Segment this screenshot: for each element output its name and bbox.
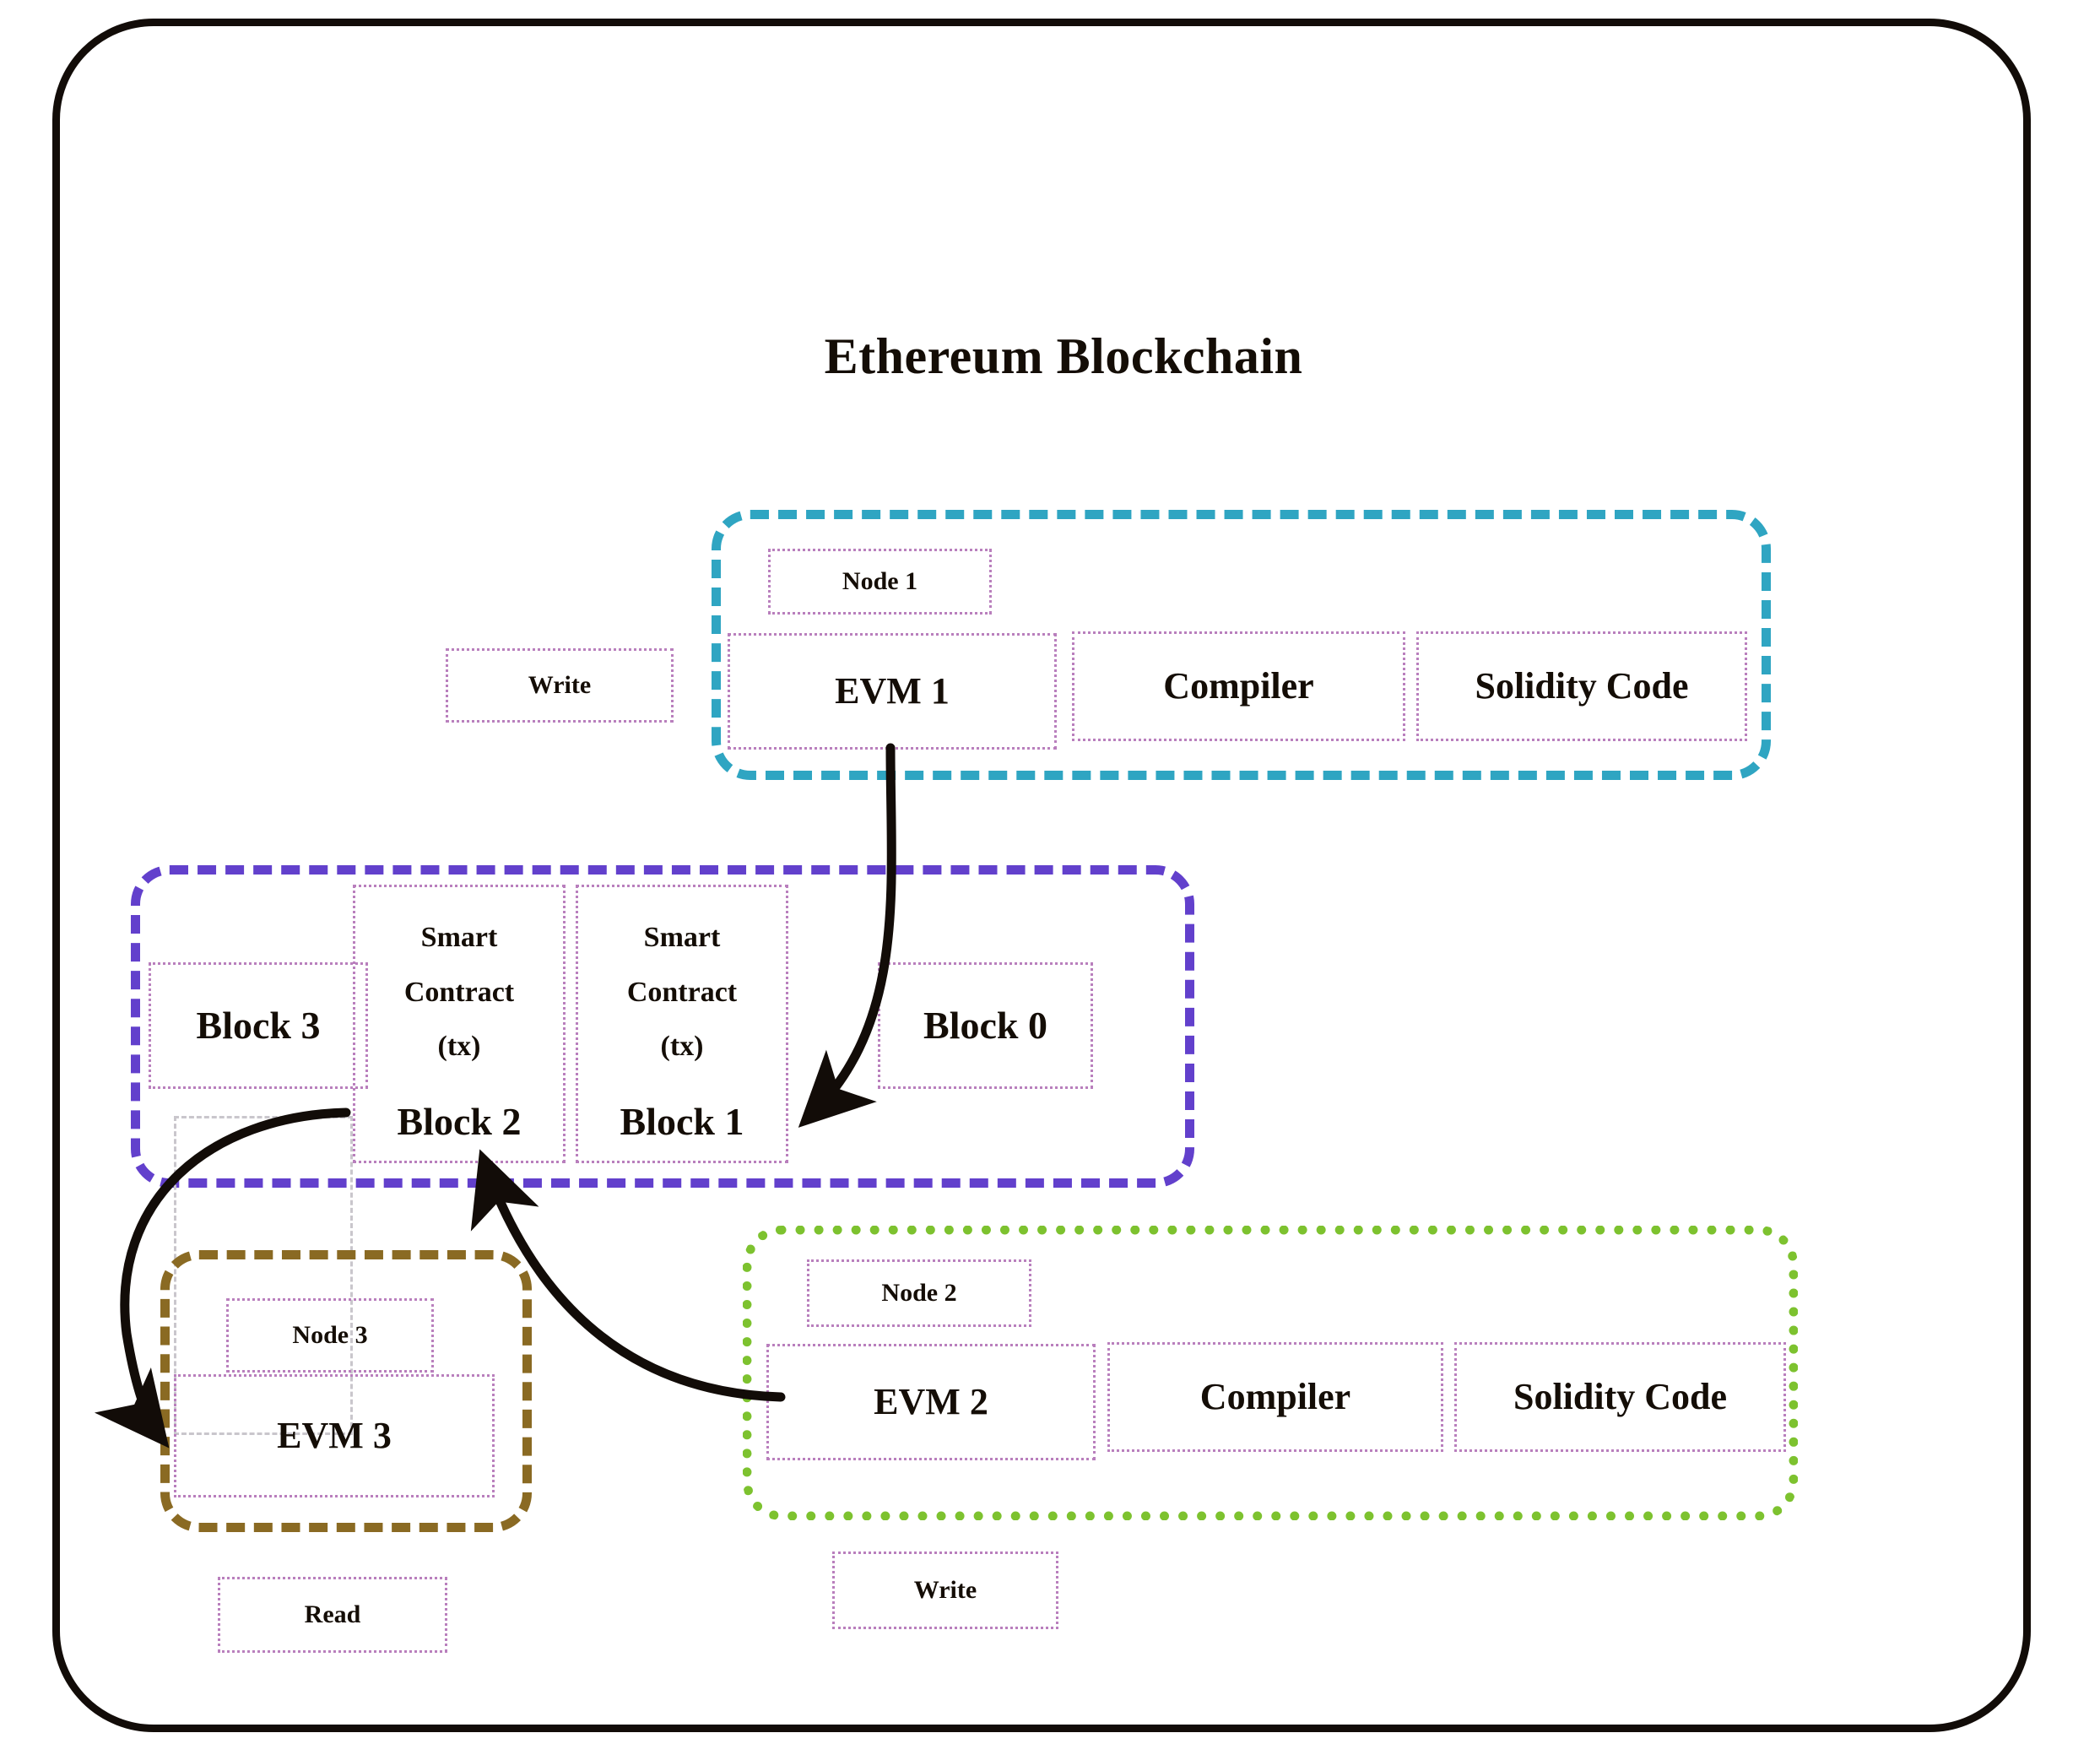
block0-label: Block 0: [923, 1004, 1047, 1048]
smart-contract-1-line1: Smart: [420, 922, 498, 953]
node1-label-box: Node 1: [768, 549, 992, 615]
evm1-label: EVM 1: [835, 669, 950, 712]
node1-solidity-box[interactable]: Solidity Code: [1416, 631, 1747, 741]
block3-box[interactable]: Block 3: [149, 962, 368, 1089]
node1-solidity-label: Solidity Code: [1475, 664, 1689, 707]
node3-label-box: Node 3: [226, 1298, 434, 1373]
node2-label: Node 2: [881, 1278, 957, 1307]
node1-compiler-label: Compiler: [1163, 664, 1314, 707]
write-bottom-label: Write: [913, 1575, 977, 1604]
node1-compiler-box[interactable]: Compiler: [1072, 631, 1405, 741]
block1-label: Block 1: [620, 1100, 744, 1144]
smart-contract-1-line2: Contract: [403, 976, 515, 1008]
evm3-box[interactable]: EVM 3: [174, 1374, 495, 1497]
block3-label: Block 3: [196, 1004, 321, 1048]
block1-box[interactable]: Block 1: [576, 1080, 788, 1163]
smart-contract-2-line3: (tx): [660, 1031, 704, 1063]
smart-contract-2-text: Smart Contract (tx): [578, 911, 786, 1075]
smart-contract-2-line1: Smart: [643, 922, 721, 953]
write-top-box: Write: [446, 648, 674, 723]
node1-group: [712, 510, 1771, 780]
node2-compiler-box[interactable]: Compiler: [1107, 1342, 1443, 1452]
read-box: Read: [218, 1577, 447, 1653]
smart-contract-2-line2: Contract: [626, 976, 738, 1008]
evm3-label: EVM 3: [277, 1414, 392, 1456]
read-label: Read: [304, 1600, 361, 1628]
smart-contract-1-line3: (tx): [437, 1031, 481, 1063]
node2-label-box: Node 2: [807, 1259, 1031, 1327]
evm2-box[interactable]: EVM 2: [766, 1344, 1096, 1460]
evm1-box[interactable]: EVM 1: [728, 633, 1057, 750]
smart-contract-tx-box-1[interactable]: Smart Contract (tx): [353, 885, 566, 1163]
block2-label: Block 2: [397, 1100, 522, 1144]
node2-compiler-label: Compiler: [1199, 1375, 1351, 1417]
ethereum-blockchain-boundary: [52, 19, 2031, 1732]
node2-solidity-label: Solidity Code: [1513, 1375, 1728, 1417]
node3-label: Node 3: [292, 1320, 368, 1349]
page-title: Ethereum Blockchain: [824, 328, 1303, 384]
block2-box[interactable]: Block 2: [353, 1080, 566, 1163]
node1-label: Node 1: [842, 566, 918, 595]
smart-contract-1-text: Smart Contract (tx): [355, 911, 563, 1075]
node2-solidity-box[interactable]: Solidity Code: [1454, 1342, 1786, 1452]
evm2-label: EVM 2: [874, 1380, 988, 1422]
write-bottom-box: Write: [832, 1552, 1058, 1629]
block0-box[interactable]: Block 0: [878, 962, 1093, 1089]
write-top-label: Write: [528, 670, 592, 699]
